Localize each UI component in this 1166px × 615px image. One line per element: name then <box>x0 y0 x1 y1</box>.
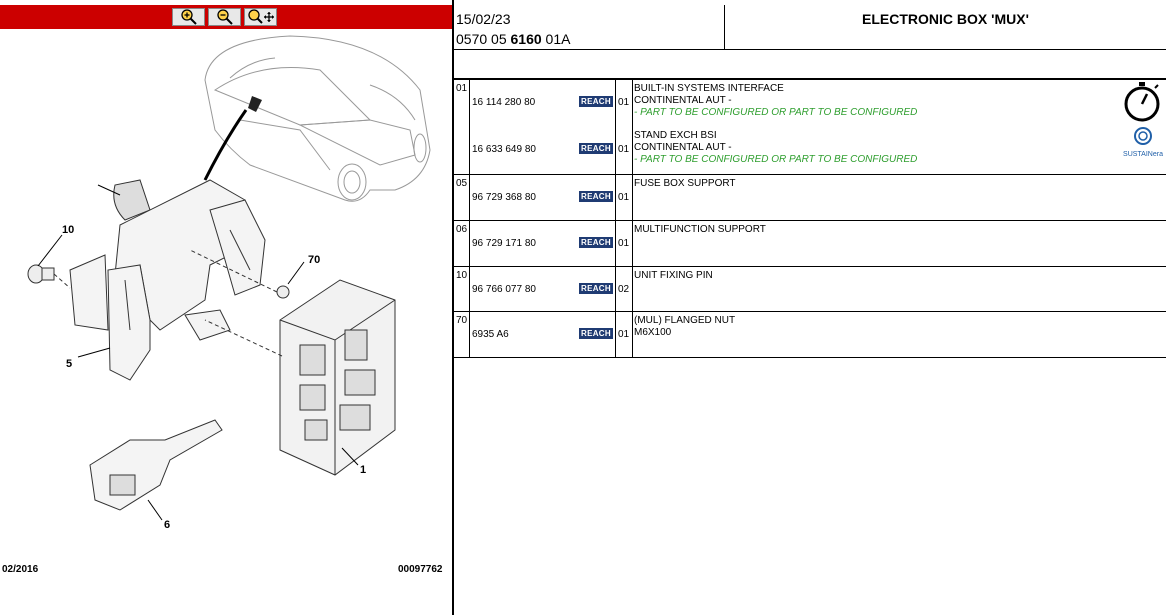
part-description: BUILT-IN SYSTEMS INTERFACE CONTINENTAL A… <box>634 83 918 118</box>
sustainera-badge: SUSTAINera <box>1120 126 1166 158</box>
part-figure: 05 <box>456 178 468 189</box>
zoom-in-icon <box>180 9 197 25</box>
parts-list-panel: 15/02/23 0570 05 6160 01A ELECTRONIC BOX… <box>454 0 1166 615</box>
exploded-parts-diagram: 10 70 5 1 6 <box>27 35 431 531</box>
location-arrow <box>203 109 248 181</box>
header-reference: 0570 05 6160 01A <box>456 31 571 47</box>
part-row-05[interactable]: 05 96 729 368 80 REACH 01 FUSE BOX SUPPO… <box>454 175 1166 221</box>
part-row-06[interactable]: 06 96 729 171 80 REACH 01 MULTIFUNCTION … <box>454 221 1166 267</box>
reach-badge: REACH <box>579 191 613 202</box>
panel-divider <box>452 0 454 615</box>
diagram-date: 02/2016 <box>2 564 39 575</box>
diagram-number: 00097762 <box>398 564 443 575</box>
parts-header: 15/02/23 0570 05 6160 01A ELECTRONIC BOX… <box>454 5 1166 50</box>
callout-70: 70 <box>308 254 320 266</box>
zoom-out-icon <box>216 9 233 25</box>
part-quantity: 02 <box>618 284 630 295</box>
diagram-toolbar <box>0 5 452 29</box>
part-quantity: 01 <box>618 238 630 249</box>
part-description: STAND EXCH BSI CONTINENTAL AUT - - PART … <box>634 130 918 165</box>
callout-1: 1 <box>360 464 366 476</box>
diagram-panel: 10 70 5 1 6 02/2016 00097762 <box>0 0 452 615</box>
zoom-in-button[interactable] <box>172 8 205 26</box>
zoom-pan-button[interactable] <box>244 8 277 26</box>
part-description: MULTIFUNCTION SUPPORT <box>634 224 766 235</box>
callout-10: 10 <box>62 224 74 236</box>
stopwatch-icon <box>1124 82 1160 122</box>
reach-badge: REACH <box>579 328 613 339</box>
part-description: UNIT FIXING PIN <box>634 270 713 281</box>
electronic-box-part <box>204 279 396 476</box>
callout-6: 6 <box>164 519 170 531</box>
reach-badge: REACH <box>579 237 613 248</box>
location-marker <box>248 96 262 112</box>
reach-badge: REACH <box>579 283 613 294</box>
header-title: ELECTRONIC BOX 'MUX' <box>862 11 1029 27</box>
reach-badge: REACH <box>579 143 613 154</box>
part-figure: 10 <box>456 270 468 281</box>
callout-5: 5 <box>66 358 72 370</box>
zoom-out-button[interactable] <box>208 8 241 26</box>
part-quantity: 01 <box>618 144 630 155</box>
sustainera-logo-icon <box>1134 127 1152 145</box>
part-reference[interactable]: 6935 A6 <box>472 329 509 340</box>
header-date: 15/02/23 <box>456 11 511 27</box>
part-quantity: 01 <box>618 97 630 108</box>
callout-leaders <box>37 184 359 521</box>
flanged-nut-part <box>189 249 290 299</box>
part-row-10[interactable]: 10 96 766 077 80 REACH 02 UNIT FIXING PI… <box>454 267 1166 312</box>
fuse-box-support-part <box>69 179 266 381</box>
part-figure: 70 <box>456 315 468 326</box>
part-reference[interactable]: 16 633 649 80 <box>472 144 536 155</box>
reach-badge: REACH <box>579 96 613 107</box>
zoom-pan-icon <box>247 9 274 24</box>
parts-table: 01 16 114 280 80 REACH 01 BUILT-IN SYSTE… <box>454 80 1166 358</box>
header-spacer <box>454 50 1166 80</box>
part-quantity: 01 <box>618 329 630 340</box>
part-row-70[interactable]: 70 6935 A6 REACH 01 (MUL) FLANGED NUT M6… <box>454 312 1166 358</box>
fixing-pin-part <box>27 264 71 289</box>
part-description: (MUL) FLANGED NUT M6X100 <box>634 315 736 338</box>
part-reference[interactable]: 96 729 368 80 <box>472 192 536 203</box>
part-figure: 01 <box>456 83 468 94</box>
part-description: FUSE BOX SUPPORT <box>634 178 736 189</box>
part-reference[interactable]: 96 766 077 80 <box>472 284 536 295</box>
part-figure: 06 <box>456 224 468 235</box>
part-quantity: 01 <box>618 192 630 203</box>
multifunction-support-part <box>89 419 223 511</box>
part-reference[interactable]: 16 114 280 80 <box>472 97 536 108</box>
vehicle-illustration <box>204 35 431 202</box>
part-reference[interactable]: 96 729 171 80 <box>472 238 536 249</box>
part-row-01[interactable]: 01 16 114 280 80 REACH 01 BUILT-IN SYSTE… <box>454 80 1166 175</box>
